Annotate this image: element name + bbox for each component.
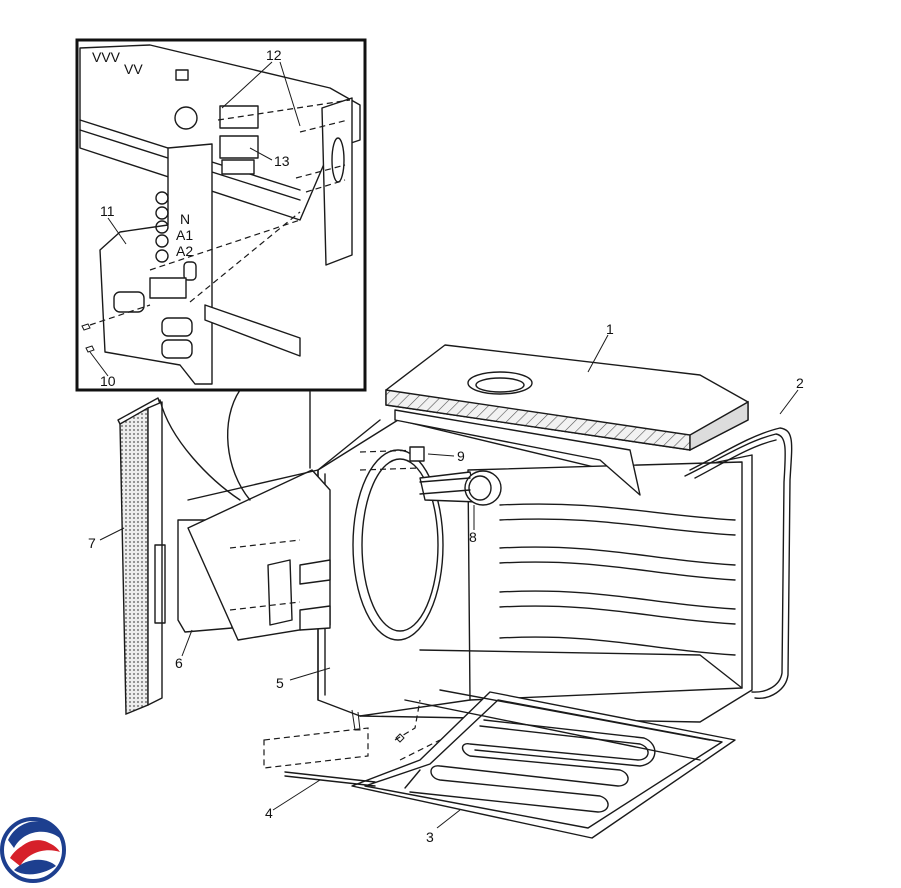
terminal-bracket xyxy=(154,419,381,641)
part-label-12: 12 xyxy=(266,47,282,63)
part-label-8: 8 xyxy=(469,529,477,545)
panel-letter-n: N xyxy=(180,211,190,227)
magnifier-lines xyxy=(159,389,311,501)
lamp-assembly xyxy=(359,446,502,506)
part-label-9: 9 xyxy=(457,448,465,464)
door-seal xyxy=(684,427,793,699)
part-label-1: 1 xyxy=(606,321,614,337)
top-insulation-block xyxy=(385,344,749,496)
part-label-11: 11 xyxy=(100,203,115,219)
oven-cavity xyxy=(317,419,753,731)
inset-detail: VVV VV N A1 A2 xyxy=(75,38,367,392)
lower-element xyxy=(263,699,441,787)
insulation-side-panel xyxy=(117,397,163,716)
panel-letter-a1: A1 xyxy=(176,227,193,243)
part-label-7: 7 xyxy=(88,535,96,551)
heating-element-tray xyxy=(351,689,736,839)
inset-logo-text-1: VVV xyxy=(92,49,121,65)
part-label-13: 13 xyxy=(274,153,290,169)
swirl-logo-icon xyxy=(0,817,66,883)
part-label-4: 4 xyxy=(265,805,273,821)
inset-logo-text-2: VV xyxy=(124,61,143,77)
part-numbers: 1 2 3 4 5 6 7 8 9 10 11 12 13 xyxy=(88,47,804,845)
part-label-3: 3 xyxy=(426,829,434,845)
part-label-5: 5 xyxy=(276,675,284,691)
part-label-10: 10 xyxy=(100,373,116,389)
leader-lines xyxy=(89,61,799,829)
panel-letter-a2: A2 xyxy=(176,243,193,259)
part-label-6: 6 xyxy=(175,655,183,671)
part-label-2: 2 xyxy=(796,375,804,391)
